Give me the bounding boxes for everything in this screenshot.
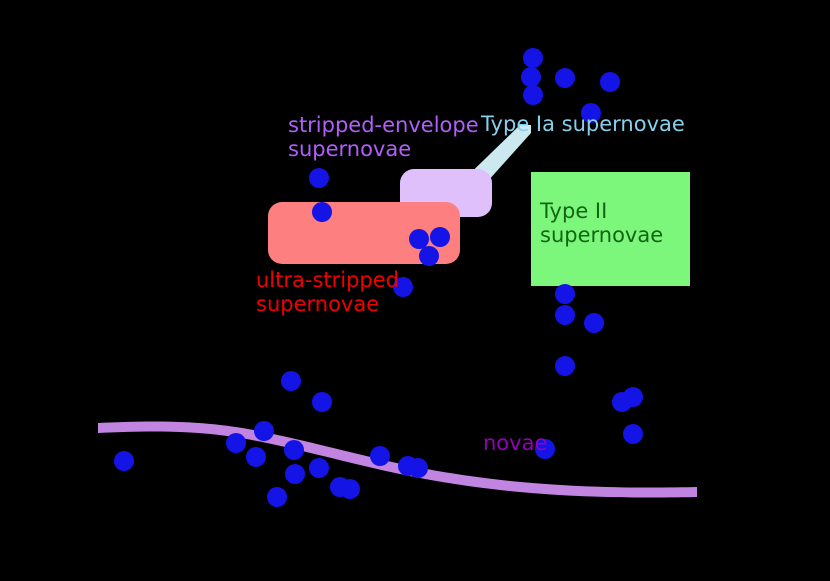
label-type-ia: Type Ia supernovae [481,112,685,136]
type-ii-region [531,172,690,286]
scatter-point [254,421,274,441]
scatter-point [408,458,428,478]
scatter-point [419,246,439,266]
scatter-point [581,103,601,123]
scatter-point [309,168,329,188]
scatter-point [312,392,332,412]
scatter-point [312,202,332,222]
scatter-point [285,464,305,484]
scatter-point [226,433,246,453]
label-type-ii: Type II supernovae [540,199,664,247]
scatter-point [246,447,266,467]
scatter-point [623,387,643,407]
scatter-point [430,227,450,247]
scatter-point [284,440,304,460]
scatter-point [555,284,575,304]
scatter-point [370,446,390,466]
scatter-point [600,72,620,92]
scatter-point [584,313,604,333]
scatter-point [114,451,134,471]
scatter-point [535,439,555,459]
scatter-point [623,424,643,444]
label-stripped-envelope: stripped-envelope supernovae [288,113,479,161]
scatter-point [555,68,575,88]
scatter-point [523,85,543,105]
scatter-point [521,67,541,87]
scatter-point [309,458,329,478]
scatter-point [555,356,575,376]
scatter-point [267,487,287,507]
scatter-point [409,229,429,249]
label-novae: novae [483,431,548,455]
label-ultra-stripped: ultra-stripped supernovae [256,268,400,316]
scatter-point [281,371,301,391]
scatter-point [555,305,575,325]
scatter-point [393,277,413,297]
novae-band [98,421,697,498]
scatter-point [340,479,360,499]
scatter-point [523,48,543,68]
